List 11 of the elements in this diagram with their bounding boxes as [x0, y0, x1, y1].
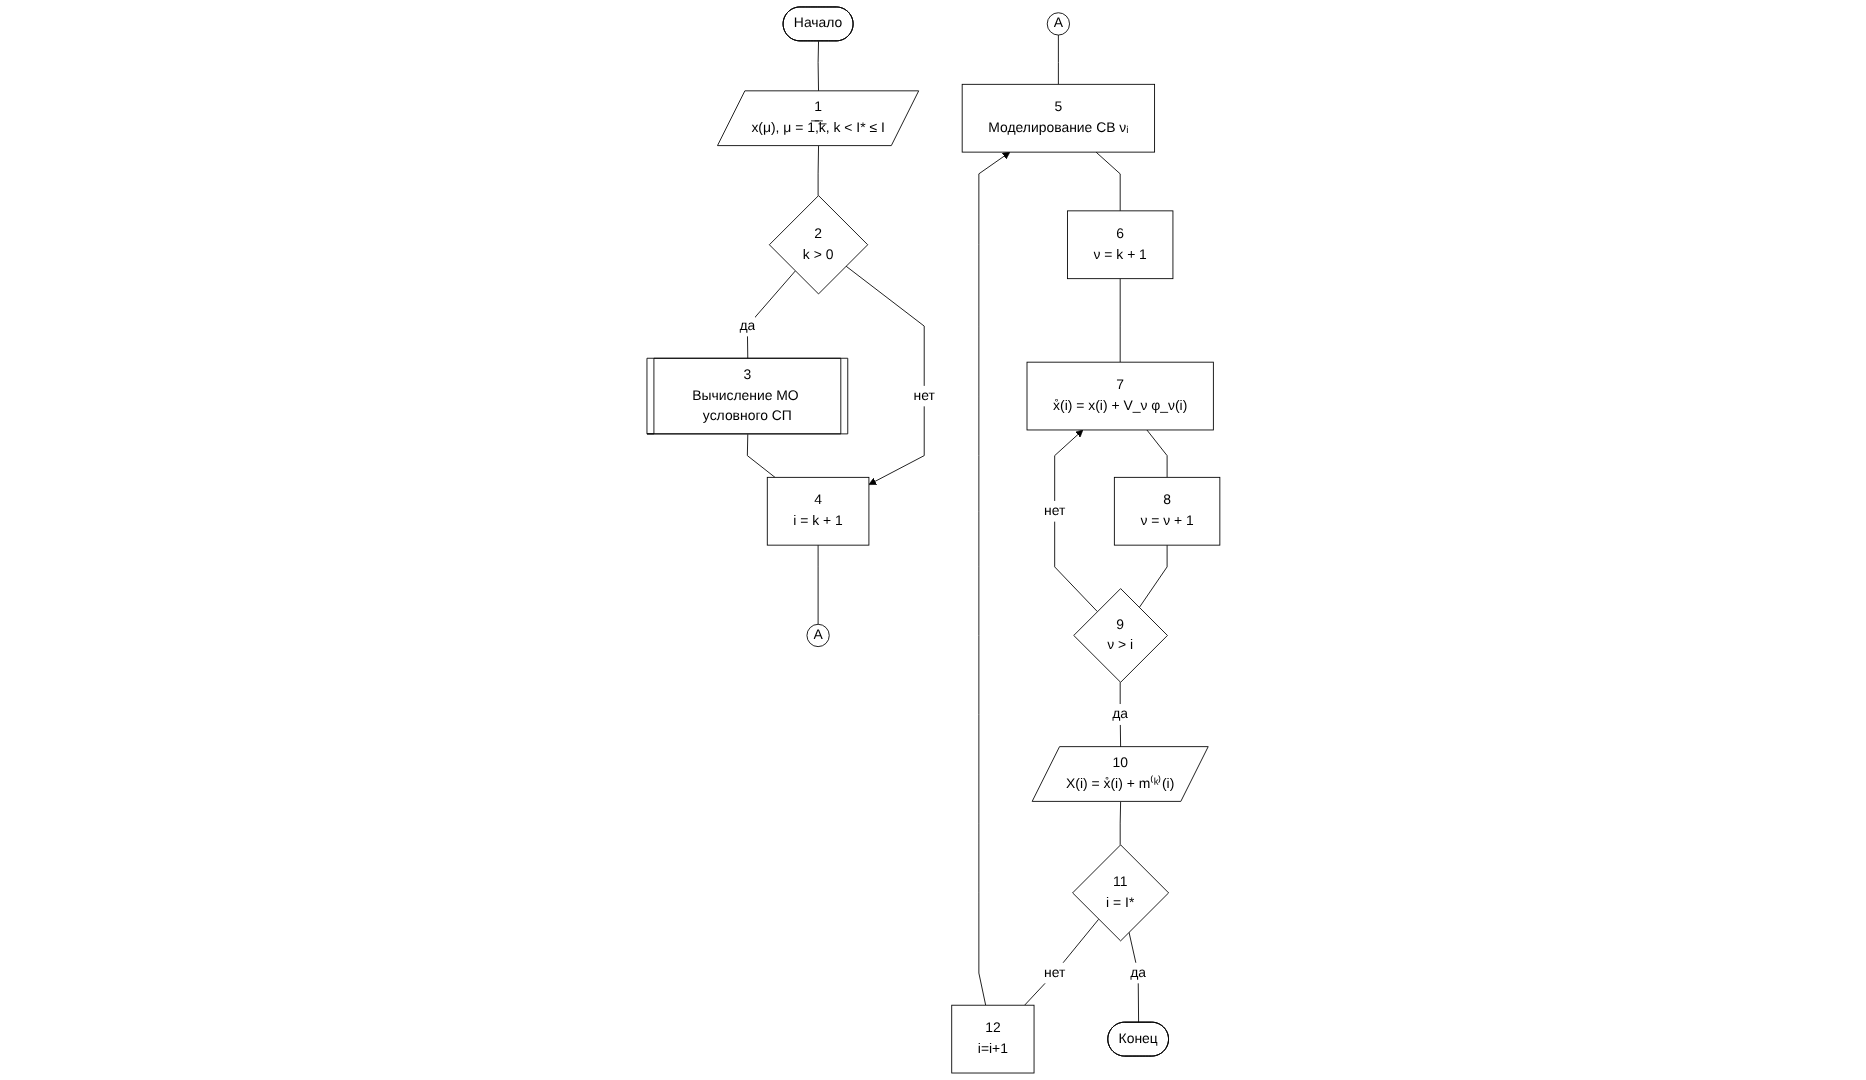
connector [1119, 278, 1121, 363]
connector [817, 544, 819, 625]
connector [746, 433, 775, 478]
connector [817, 145, 819, 196]
connector [817, 40, 819, 92]
connector [1119, 801, 1121, 846]
connector [1146, 429, 1168, 478]
connector [1138, 544, 1168, 609]
connector [1095, 151, 1121, 212]
connector [1023, 918, 1099, 1006]
connector [1057, 34, 1059, 85]
